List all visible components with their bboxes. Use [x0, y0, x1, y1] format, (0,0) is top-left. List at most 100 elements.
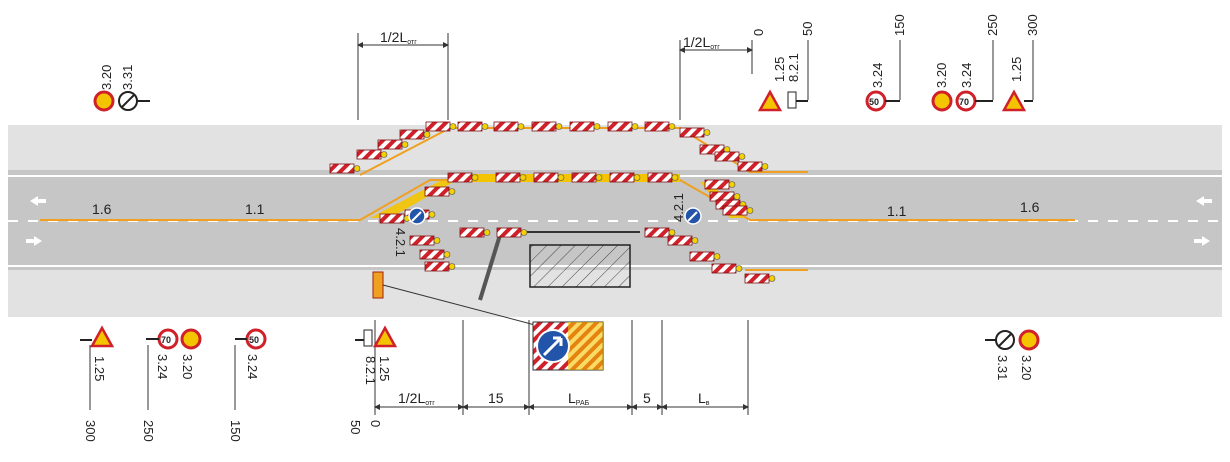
barrier-board-icon [704, 179, 736, 190]
marking-1-1-right: 1.1 [887, 203, 907, 219]
barrier-board-icon [533, 172, 565, 183]
bottom-dist-0: 0 [368, 420, 383, 427]
sign-group-bottom-324-320: 70 3.24 3.20 [146, 328, 202, 379]
barrier-board-icon [644, 121, 676, 132]
top-dist-150: 150 [892, 14, 907, 36]
barrier-board-icon [424, 261, 456, 272]
svg-text:3.24: 3.24 [155, 354, 170, 379]
marking-1-6-left: 1.6 [92, 201, 112, 217]
barrier-board-icon [459, 227, 491, 238]
barrier-board-icon [399, 129, 431, 140]
svg-text:3.20: 3.20 [1019, 355, 1034, 380]
top-dist-0: 0 [751, 29, 766, 36]
sign-4-2-1-right-icon [684, 207, 702, 225]
svg-text:3.20: 3.20 [180, 354, 195, 379]
arrow-left-icon [30, 196, 46, 206]
dim-half-l-right: 1/2Lотг [683, 34, 720, 51]
svg-text:8.2.1: 8.2.1 [363, 356, 378, 385]
barrier-board-icon [457, 121, 489, 132]
svg-text:1.25: 1.25 [1009, 57, 1024, 82]
svg-text:8.2.1: 8.2.1 [786, 53, 801, 82]
yellow-band [450, 174, 680, 182]
barrier-board-icon [647, 172, 679, 183]
barrier-board-icon [409, 235, 441, 246]
dim-half-l-left: 1/2Lотг [380, 29, 417, 46]
svg-text:3.31: 3.31 [120, 65, 135, 90]
bottom-dist-50: 50 [348, 420, 363, 434]
barrier-board-icon [711, 263, 743, 274]
sign-4-2-1-label-left: 4.2.1 [393, 228, 408, 257]
barrier-board-icon [644, 227, 676, 238]
vehicle-marker-icon [372, 271, 384, 299]
dim-five: 5 [643, 390, 651, 406]
barrier-board-icon [607, 121, 639, 132]
dim-l-rab: LРАБ [568, 390, 590, 407]
barrier-board-icon [356, 149, 388, 160]
barrier-board-icon [689, 251, 721, 262]
dimension-lines [89, 33, 1034, 415]
svg-text:70: 70 [959, 97, 969, 107]
sign-group-bottom-125: 1.25 [80, 325, 115, 381]
svg-text:50: 50 [869, 97, 879, 107]
barrier-board-icon [425, 121, 457, 132]
sign-group-top-125-821: 1.25 8.2.1 [757, 53, 808, 112]
barrier-board-icon [609, 172, 641, 183]
sign-group-top-125: 1.25 [1001, 57, 1033, 112]
barrier-board-icon [744, 273, 776, 284]
top-dist-50: 50 [800, 22, 815, 36]
dim-l-v: Lв [698, 390, 710, 407]
svg-text:3.20: 3.20 [99, 65, 114, 90]
svg-text:3.20: 3.20 [934, 63, 949, 88]
boom-barrier [478, 234, 502, 301]
barrier-board-icon [329, 163, 361, 174]
barrier-board-icon [569, 121, 601, 132]
svg-text:3.24: 3.24 [245, 354, 260, 379]
sign-group-top-320-331: 3.20 3.31 [93, 65, 150, 112]
barrier-board-icon [531, 121, 563, 132]
barrier-board-icon [679, 127, 711, 138]
barrier-board-icon [667, 235, 699, 246]
svg-text:50: 50 [249, 335, 259, 345]
top-dist-300: 300 [1025, 14, 1040, 36]
barrier-board-icon [493, 121, 525, 132]
work-zone-area [529, 244, 631, 288]
top-dist-250: 250 [985, 14, 1000, 36]
arrow-left-icon [1196, 196, 1212, 206]
dim-half-l-bottom: 1/2Lотг [398, 390, 435, 407]
sign-group-bottom-331-320: 3.31 3.20 [985, 329, 1040, 380]
barrier-board-icon [419, 249, 451, 260]
bottom-dist-250: 250 [141, 420, 156, 442]
svg-text:3.31: 3.31 [995, 355, 1010, 380]
barrier-board-icon [714, 151, 746, 162]
barrier-board-icon [495, 172, 527, 183]
barrier-board-icon [377, 139, 409, 150]
barrier-board-icon [699, 144, 731, 155]
arrow-right-icon [26, 236, 42, 246]
sign-group-bottom-125-821: 1.25 8.2.1 [355, 325, 398, 385]
sign-group-top-320-324: 70 3.20 3.24 [931, 63, 993, 112]
arrow-right-icon [1194, 236, 1210, 246]
svg-text:3.24: 3.24 [870, 63, 885, 88]
sign-group-bottom-324: 50 3.24 [235, 328, 267, 379]
svg-text:3.24: 3.24 [959, 63, 974, 88]
bottom-dist-300: 300 [83, 420, 98, 442]
svg-text:70: 70 [161, 335, 171, 345]
marking-1-1-left: 1.1 [245, 201, 265, 217]
svg-text:1.25: 1.25 [772, 57, 787, 82]
sign-4-2-1-left-icon [408, 207, 426, 225]
barrier-board-icon [571, 172, 603, 183]
barrier-board-icon [496, 227, 528, 238]
svg-text:1.25: 1.25 [377, 356, 392, 381]
sign-4-2-1-label-right: 4.2.1 [671, 193, 686, 222]
detour-board-icon [532, 321, 604, 371]
bottom-dist-150: 150 [228, 420, 243, 442]
svg-text:1.25: 1.25 [92, 356, 107, 381]
barrier-board-icon [737, 161, 769, 172]
barrier-board-icon [722, 205, 754, 216]
barrier-board-icon [424, 186, 456, 197]
sign-group-top-324: 50 3.24 [865, 63, 900, 112]
dim-fifteen: 15 [488, 390, 504, 406]
marking-1-6-right: 1.6 [1020, 199, 1040, 215]
barrier-board-icon [447, 172, 479, 183]
